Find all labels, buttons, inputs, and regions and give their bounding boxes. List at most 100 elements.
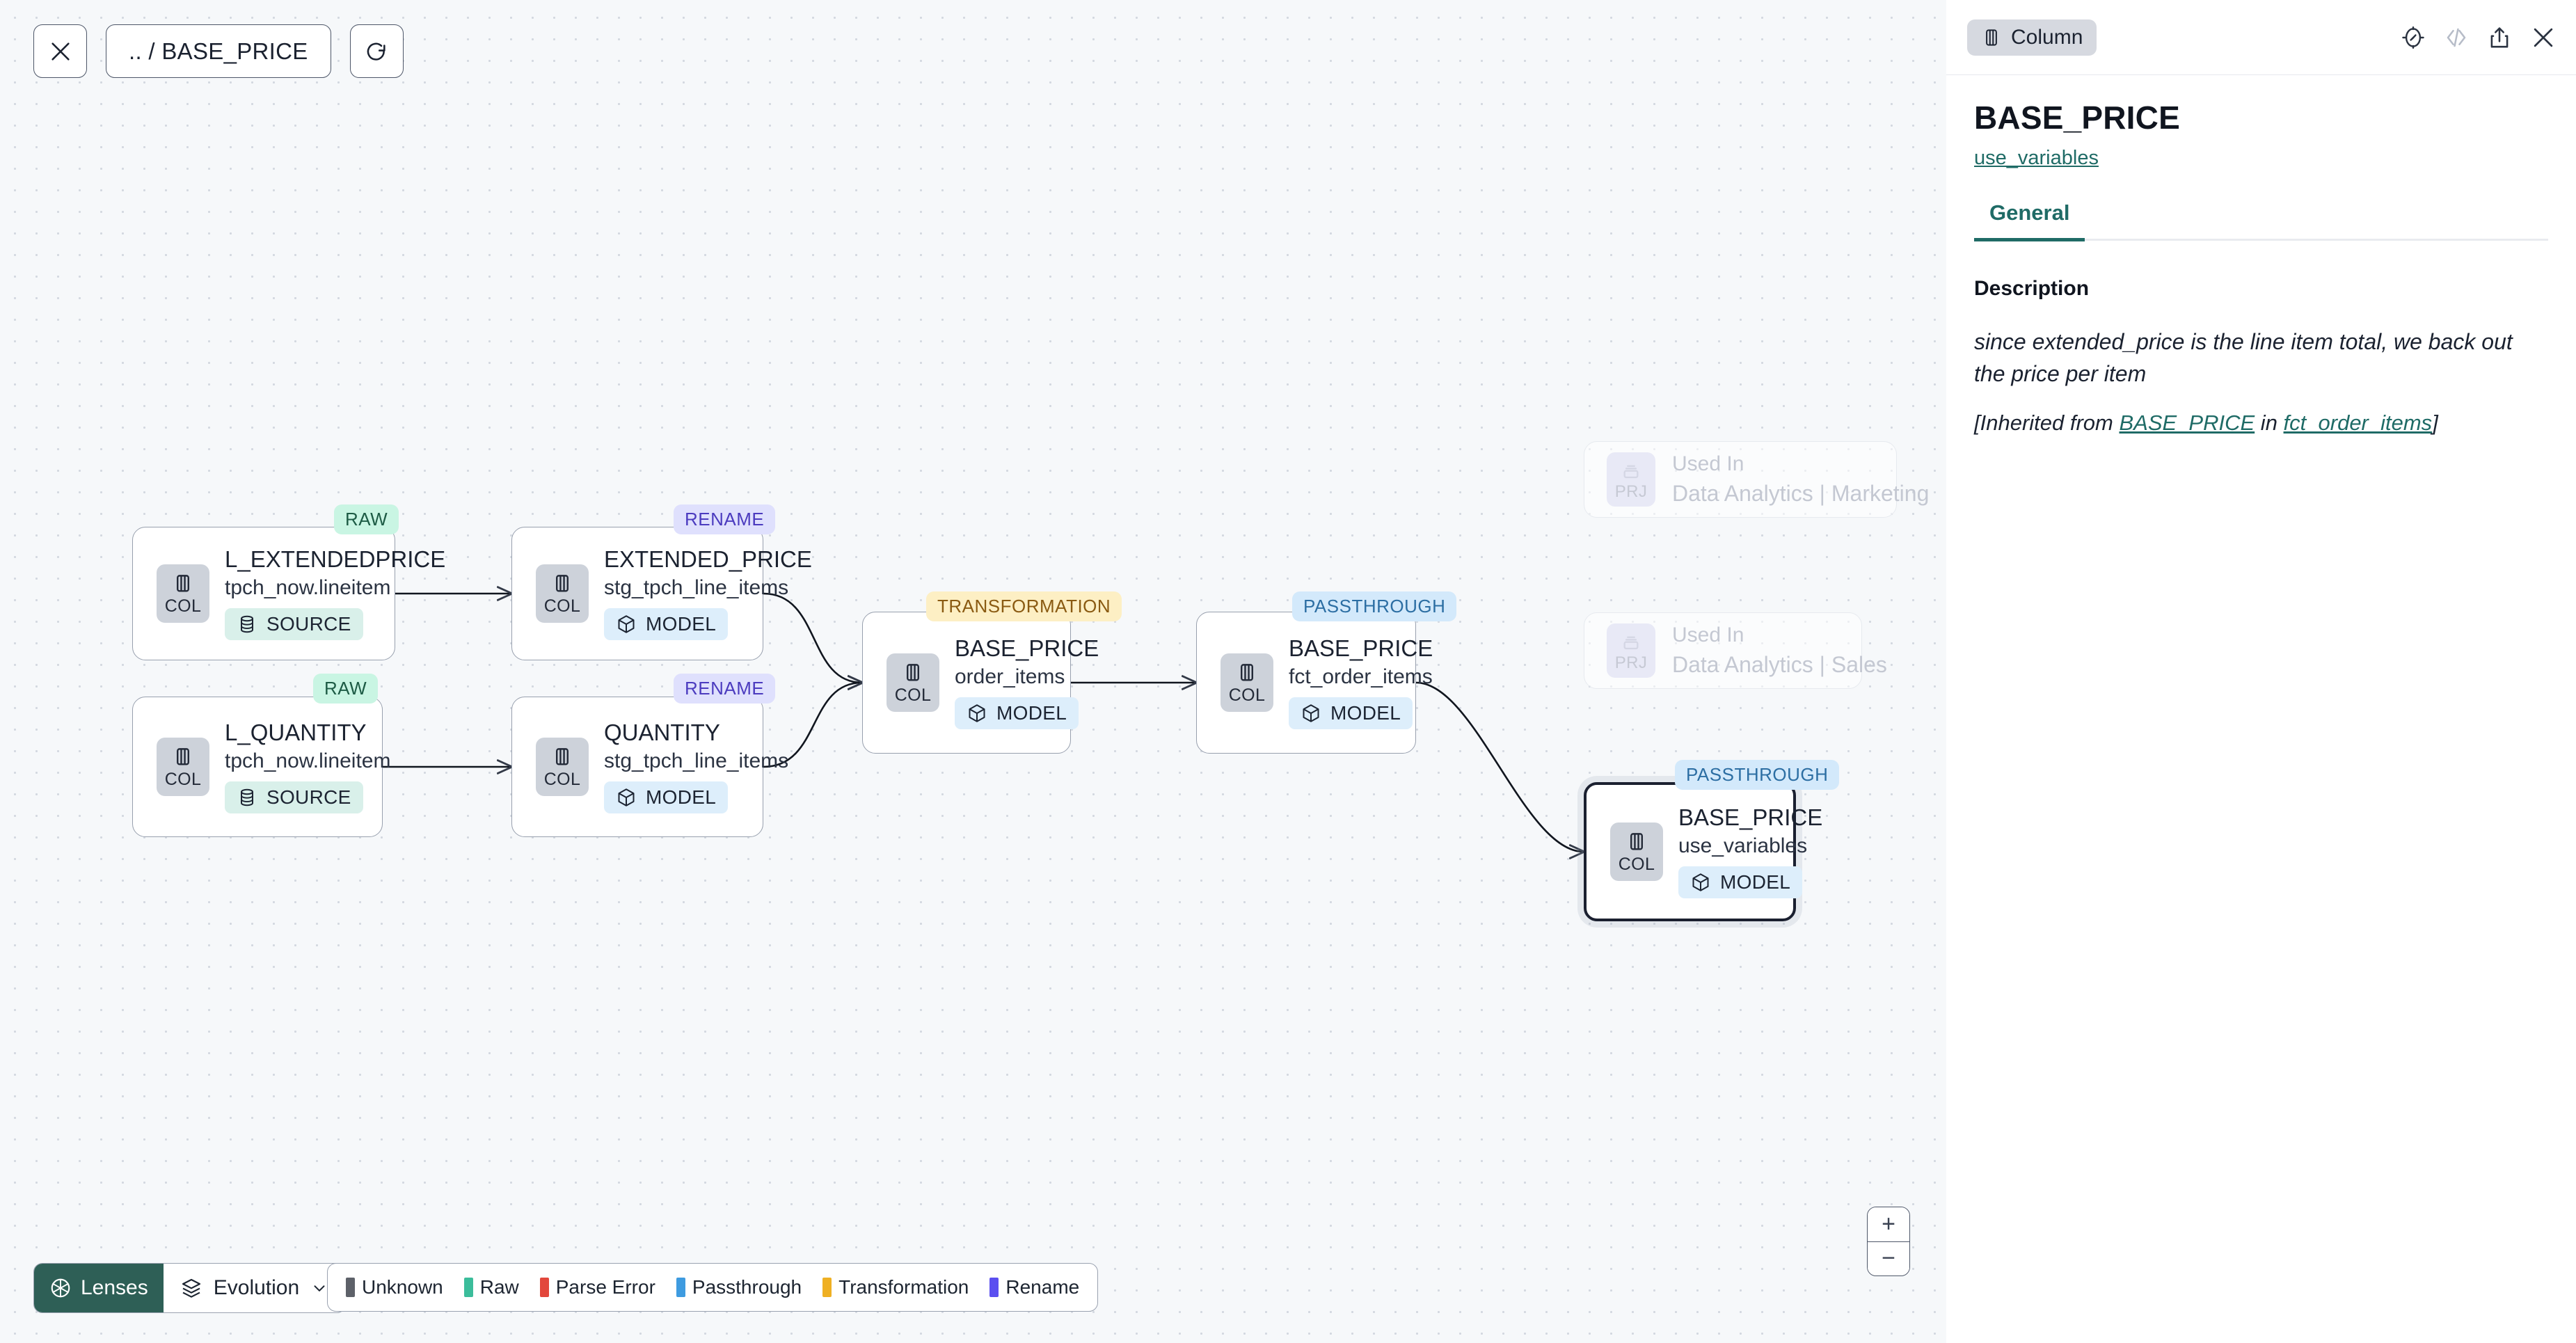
project-icon	[1623, 465, 1639, 478]
breadcrumb: .. / BASE_PRICE	[129, 38, 308, 64]
cube-icon	[969, 704, 985, 722]
canvas-toolbar: .. / BASE_PRICE	[33, 24, 404, 78]
node-type-tag: PASSTHROUGH	[1675, 760, 1840, 790]
legend-swatch	[822, 1278, 832, 1297]
column-badge: COL	[157, 564, 209, 623]
panel-header-actions	[2401, 24, 2557, 51]
node-kind-label: MODEL	[1720, 871, 1791, 893]
panel-body: BASE_PRICE use_variables General Descrip…	[1946, 75, 2576, 436]
legend-item[interactable]: Raw	[463, 1276, 519, 1298]
column-icon	[556, 575, 569, 592]
node-title: EXTENDED_PRICE	[604, 546, 812, 573]
panel-tabs: General	[1974, 200, 2548, 241]
project-badge: PRJ	[1607, 452, 1655, 507]
column-badge: COL	[536, 738, 589, 796]
node-kind-pill: MODEL	[1289, 697, 1413, 729]
used-in-project: Data Analytics | Marketing	[1672, 481, 1930, 507]
page-title: BASE_PRICE	[1974, 100, 2180, 136]
database-icon	[240, 615, 254, 633]
column-badge-label: COL	[1228, 685, 1266, 705]
description-text: since extended_price is the line item to…	[1974, 328, 2513, 386]
lenses-button[interactable]: Lenses	[34, 1264, 164, 1312]
lenses-label: Lenses	[81, 1276, 148, 1299]
legend-item[interactable]: Passthrough	[676, 1276, 802, 1298]
column-badge: COL	[1610, 823, 1663, 881]
lineage-edge	[1415, 681, 1584, 852]
column-badge-label: COL	[164, 770, 202, 789]
parent-model-link[interactable]: use_variables	[1974, 146, 2099, 169]
legend-label: Rename	[1005, 1276, 1080, 1298]
column-badge-label: COL	[1618, 855, 1655, 874]
column-icon	[1241, 664, 1253, 681]
zoom-in-button[interactable]: +	[1868, 1207, 1909, 1241]
node-type-tag: RENAME	[674, 674, 776, 704]
close-icon[interactable]	[2530, 24, 2557, 51]
column-icon	[1630, 833, 1643, 850]
inherited-column-link[interactable]: BASE_PRICE	[2119, 411, 2255, 436]
node-title: BASE_PRICE	[1289, 635, 1433, 662]
column-badge: COL	[536, 564, 589, 623]
chevron-down-icon	[314, 1285, 325, 1292]
node-title: BASE_PRICE	[1678, 804, 1823, 831]
column-badge-label: COL	[164, 596, 202, 616]
inherited-model-link[interactable]: fct_order_items	[2283, 411, 2433, 436]
column-icon	[907, 664, 919, 681]
aperture-icon	[51, 1278, 70, 1298]
column-icon	[177, 748, 189, 765]
cube-icon	[1692, 873, 1709, 891]
project-badge-label: PRJ	[1614, 653, 1648, 672]
node-type-tag: RENAME	[674, 504, 776, 534]
node-title: QUANTITY	[604, 720, 720, 746]
database-icon	[240, 788, 254, 806]
node-title: L_QUANTITY	[225, 720, 367, 746]
entity-type-chip[interactable]: Column	[1967, 19, 2097, 56]
node-kind-label: MODEL	[1330, 701, 1401, 724]
node-type-tag: RAW	[334, 504, 399, 534]
legend-item[interactable]: Unknown	[346, 1276, 443, 1298]
inherited-suffix: ]	[2432, 411, 2438, 436]
cube-icon	[618, 788, 635, 806]
node-kind-pill: MODEL	[1678, 866, 1803, 898]
close-button[interactable]	[33, 24, 87, 78]
share-icon[interactable]	[2487, 25, 2512, 50]
evolution-dropdown[interactable]: Evolution	[164, 1264, 345, 1312]
inherited-note: [Inherited from BASE_PRICE in fct_order_…	[1974, 411, 2548, 436]
evolution-label: Evolution	[213, 1276, 300, 1299]
node-kind-label: MODEL	[996, 701, 1067, 724]
breadcrumb-button[interactable]: .. / BASE_PRICE	[106, 24, 331, 78]
refresh-button[interactable]	[349, 24, 404, 78]
legend-swatch	[676, 1278, 685, 1297]
project-icon	[1623, 636, 1639, 649]
node-kind-label: MODEL	[646, 612, 717, 635]
legend-swatch	[989, 1278, 999, 1297]
column-badge-label: COL	[543, 596, 581, 616]
node-kind-label: MODEL	[646, 786, 717, 808]
tab-general[interactable]: General	[1974, 200, 2085, 241]
legend-label: Transformation	[838, 1276, 969, 1298]
legend-item[interactable]: Parse Error	[539, 1276, 655, 1298]
entity-type-label: Column	[2011, 25, 2083, 49]
node-subtitle: stg_tpch_line_items	[604, 576, 789, 600]
legend-item[interactable]: Transformation	[822, 1276, 969, 1298]
explore-compass-icon[interactable]	[2401, 25, 2426, 50]
lenses-control-group: Lenses Evolution	[33, 1263, 347, 1313]
code-icon[interactable]	[2444, 25, 2469, 50]
cube-icon	[618, 615, 635, 633]
node-type-tag: RAW	[313, 674, 379, 704]
legend-item[interactable]: Rename	[989, 1276, 1079, 1298]
zoom-out-button[interactable]: −	[1868, 1241, 1909, 1276]
node-subtitle: order_items	[955, 665, 1065, 689]
node-kind-pill: MODEL	[604, 607, 729, 640]
legend-swatch	[539, 1278, 549, 1297]
refresh-icon	[367, 42, 385, 61]
